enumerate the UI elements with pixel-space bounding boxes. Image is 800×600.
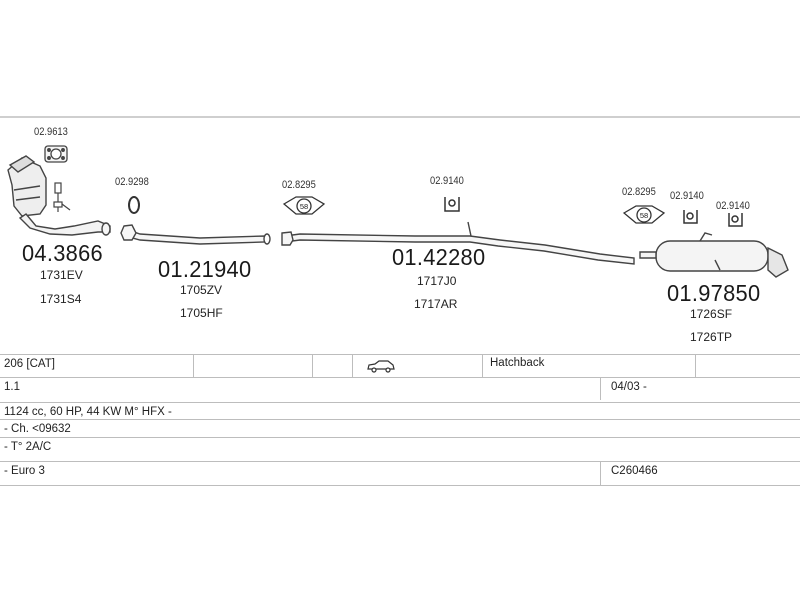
vehicle-model: 206 [CAT] bbox=[4, 358, 55, 370]
accessory-number: 02.8295 bbox=[282, 179, 316, 191]
part-number: 01.97850 bbox=[667, 280, 761, 306]
table-divider bbox=[352, 354, 353, 377]
emission-standard: - Euro 3 bbox=[4, 465, 45, 477]
accessory-number: 02.9140 bbox=[670, 190, 704, 202]
rubber-hanger-icon bbox=[728, 213, 743, 227]
part-reference: 1726TP bbox=[690, 330, 733, 344]
production-date: 04/03 - bbox=[611, 381, 647, 393]
front-pipe-part bbox=[120, 224, 271, 245]
part-reference: 1726SF bbox=[690, 307, 733, 321]
table-divider bbox=[600, 377, 601, 400]
table-divider bbox=[0, 437, 800, 438]
part-reference: 1717AR bbox=[414, 297, 458, 311]
body-type: Hatchback bbox=[490, 357, 545, 369]
accessory-number: 02.9298 bbox=[115, 176, 149, 188]
table-divider bbox=[0, 485, 800, 486]
table-divider bbox=[0, 419, 800, 420]
table-divider bbox=[0, 377, 800, 378]
engine-size: 1.1 bbox=[4, 381, 20, 393]
engine-spec: 1124 cc, 60 HP, 44 KW M° HFX - bbox=[4, 406, 172, 418]
hatchback-car-icon bbox=[366, 359, 396, 378]
rear-silencer-part bbox=[639, 232, 789, 278]
gasket-flange-icon bbox=[44, 145, 68, 163]
part-number: 04.3866 bbox=[22, 240, 103, 266]
rubber-hanger-icon bbox=[444, 197, 460, 212]
part-reference: 1731EV bbox=[40, 268, 83, 282]
accessory-number: 02.9140 bbox=[430, 175, 464, 187]
part-number: 01.42280 bbox=[392, 244, 486, 270]
part-number: 01.21940 bbox=[158, 256, 252, 282]
accessory-number: 02.9140 bbox=[716, 200, 750, 212]
table-divider bbox=[193, 354, 194, 377]
rubber-ring-icon bbox=[128, 196, 140, 214]
table-divider bbox=[482, 354, 483, 377]
table-divider bbox=[600, 461, 601, 485]
part-reference: 1705HF bbox=[180, 306, 223, 320]
table-divider bbox=[0, 402, 800, 403]
clamp-label: 58 bbox=[300, 202, 308, 211]
middle-pipe-part bbox=[281, 221, 635, 265]
table-divider bbox=[0, 354, 800, 355]
option-info: - T° 2A/C bbox=[4, 441, 52, 453]
rubber-hanger-icon bbox=[683, 210, 698, 224]
table-divider bbox=[0, 461, 800, 462]
clamp-label: 58 bbox=[640, 211, 648, 220]
part-reference: 1717J0 bbox=[417, 274, 457, 288]
oxygen-sensor-icon bbox=[53, 182, 71, 212]
table-divider bbox=[695, 354, 696, 377]
kit-code: C260466 bbox=[611, 465, 658, 477]
catalytic-converter-part bbox=[7, 155, 111, 236]
clamp-icon: 58 bbox=[622, 205, 666, 224]
clamp-icon: 58 bbox=[282, 196, 326, 215]
part-reference: 1731S4 bbox=[40, 292, 82, 306]
part-reference: 1705ZV bbox=[180, 283, 223, 297]
chassis-number: - Ch. <09632 bbox=[4, 423, 71, 435]
table-divider bbox=[312, 354, 313, 377]
accessory-number: 02.9613 bbox=[34, 126, 68, 138]
exhaust-system-diagram: 58 58 bbox=[7, 145, 789, 278]
accessory-number: 02.8295 bbox=[622, 186, 656, 198]
top-divider bbox=[0, 116, 800, 118]
